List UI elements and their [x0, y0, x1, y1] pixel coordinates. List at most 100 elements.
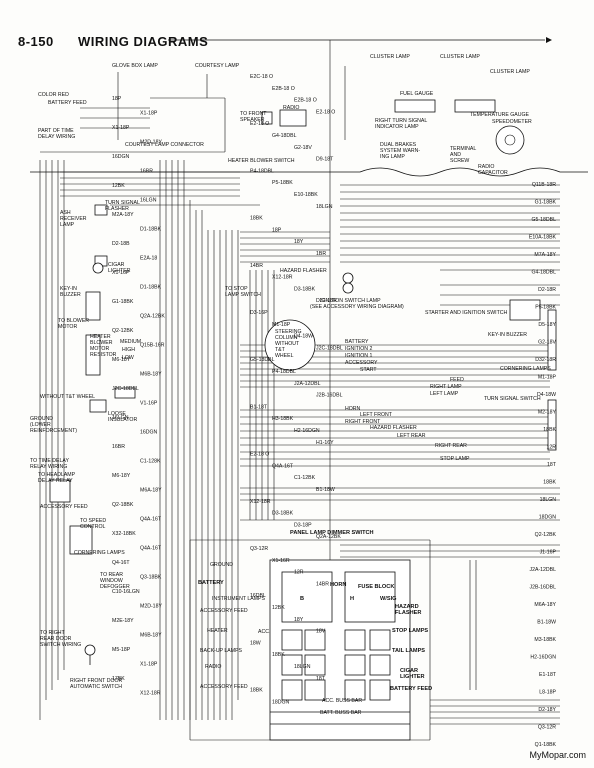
label-fuse-block: FUSE BLOCK [358, 584, 394, 590]
label-right-lamp: RIGHT LAMP [430, 384, 462, 390]
label-glove-box-lamp: GLOVE BOX LAMP [112, 63, 158, 69]
wire-code-left: X1-18P [140, 662, 158, 668]
wire-code-left: Q3-18BK [140, 575, 162, 581]
wire-code-left: X1-18P [112, 125, 130, 131]
fuse-cell [304, 654, 326, 676]
wire-code-mid: G5-18DBL [250, 357, 275, 363]
fuse-cell [344, 571, 396, 623]
wire-code-left: 18P [112, 96, 122, 102]
wire-code-left: G1-18BK [112, 299, 134, 305]
hazard-flasher-icon [342, 272, 354, 284]
label-ground-fb: GROUND [210, 562, 233, 568]
wire-code-left: M2D-18Y [140, 140, 162, 146]
connector-block [547, 399, 557, 451]
wire-code-left: 16LGN [112, 415, 129, 421]
wire-code-left: Q2A-12BK [140, 314, 165, 320]
left-harness [39, 160, 260, 720]
wire-code-mid: D32-18R [316, 298, 337, 304]
wire-code-right: G2-18V [538, 340, 556, 346]
label-horn: HORN [330, 582, 346, 588]
wire-code-left: V1-16P [140, 401, 158, 407]
label-cluster-lamp-1: CLUSTER LAMP [370, 54, 410, 60]
label-battery-w: BATTERY [345, 339, 369, 345]
wire-code-left: 16LGN [140, 198, 157, 204]
label-stop-lamp: STOP LAMP [440, 456, 470, 462]
wire-code-mid: 18V [316, 629, 326, 635]
wire-code-mid: D3-18BK [272, 511, 294, 517]
wire-code-mid: J2B-16DBL [316, 393, 343, 399]
wire-code-left: 16DGN [112, 154, 130, 160]
wire-code-right: D2-18Y [538, 707, 556, 713]
label-courtesy-lamp-connector: COURTESY LAMP CONNECTOR [125, 142, 204, 148]
label-accessory-w: ACCESSORY [345, 360, 378, 366]
fuse-cell [304, 679, 326, 701]
wire-code-left: Q2-12BK [112, 328, 134, 334]
label-turn-signal-switch: TURN SIGNAL SWITCH [484, 396, 541, 402]
wire-code-mid: E2B-18 O [272, 86, 295, 92]
label-hazard-flasher: HAZARD FLASHER [280, 268, 327, 274]
wire-code-left: M2D-18Y [140, 604, 162, 610]
label-ignition-switch-lamp: IGNITION SWITCH LAMP [320, 298, 381, 304]
hazard-flasher-icon [342, 282, 354, 294]
label-right-rear: RIGHT REAR [435, 443, 467, 449]
wire-code-mid: 18BK [250, 688, 263, 694]
wire-code-right: J2B-16DBL [529, 585, 556, 591]
wire-code-mid: 18T [316, 676, 326, 682]
wire-code-left: E2A-18 [140, 256, 157, 262]
wire-code-mid: H1-16Y [316, 440, 334, 446]
label-cluster-lamp-2: CLUSTER LAMP [440, 54, 480, 60]
door-switch-icon [84, 644, 96, 656]
wire-code-right: G1-18BK [535, 200, 557, 206]
fuse-cell [369, 679, 391, 701]
fuse-cell [281, 679, 303, 701]
wire-code-left: C10-16LGN [112, 589, 140, 595]
fuse-block-frame [189, 539, 431, 741]
wire-code-mid: 18DGN [272, 699, 290, 705]
wire-code-mid: B1-18T [250, 404, 268, 410]
label-low: LOW [122, 355, 134, 361]
wire-code-mid: H3-18BK [272, 416, 294, 422]
label-accessory-feed-left: ACCESSORY FEED [40, 504, 88, 510]
wire-code-right: M1-18P [538, 375, 557, 381]
wire-code-right: D2-18R [538, 287, 556, 293]
wire-code-right: 18BK [543, 427, 556, 433]
wire-code-left: X12-18R [140, 691, 161, 697]
label-heater-blower-switch: HEATER BLOWER SWITCH [228, 158, 295, 164]
wire-code-left: 16DGN [140, 430, 158, 436]
left-components [49, 109, 307, 555]
wire-code-left: X32-18BK [112, 531, 136, 537]
label-speedometer: SPEEDOMETER [492, 119, 532, 125]
wire-code-mid: G4-18DBL [272, 133, 297, 139]
fuse-cell [344, 629, 366, 651]
wire-code-right: G5-18DBL [531, 217, 556, 223]
wire-code-left: M6B-18Y [140, 633, 162, 639]
fuel-gauge-box [394, 99, 436, 113]
label-heater: HEATER [207, 628, 228, 634]
wire-code-right: 12R [546, 445, 556, 451]
wire-code-left: J2C-18DBL [112, 386, 139, 392]
connector-block [547, 309, 557, 371]
wire-code-mid: H2-16DGN [294, 428, 320, 434]
label-cluster-lamp-3: CLUSTER LAMP [490, 69, 530, 75]
fuse-cell [304, 629, 326, 651]
wire-code-right: J1-16P [540, 550, 557, 556]
wire-code-mid: X12-18R [272, 275, 293, 281]
wire-code-left: 16BR [112, 444, 125, 450]
wire-code-left: X1-16P [112, 270, 130, 276]
wire-code-right: 18T [547, 462, 557, 468]
fuse-cell [369, 629, 391, 651]
wire-code-right: M7A-18Y [534, 252, 556, 258]
wire-code-left: 12BK [112, 183, 125, 189]
wire-code-left: M5-18P [112, 647, 131, 653]
label-cornering-lamps-left: CORNERING LAMPS [74, 550, 125, 556]
